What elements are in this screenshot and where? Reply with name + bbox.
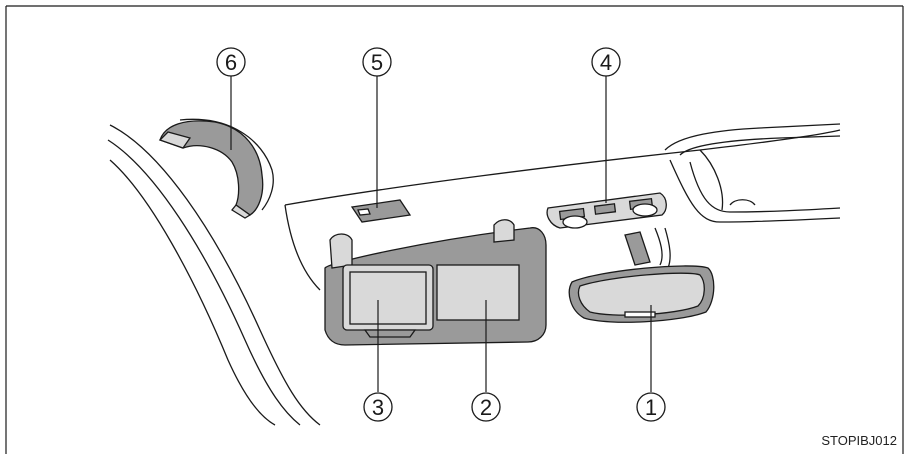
- vanity-mirror: [342, 264, 434, 338]
- svg-text:6: 6: [225, 50, 237, 75]
- callout-4: 4: [591, 47, 621, 77]
- leader-lines: [230, 76, 652, 392]
- callout-1: 1: [636, 392, 666, 422]
- mirror-mount: [624, 227, 671, 269]
- svg-text:5: 5: [371, 50, 383, 75]
- figure-code: STOPIBJ012: [821, 433, 897, 448]
- svg-text:3: 3: [372, 395, 384, 420]
- assist-grip: [158, 120, 264, 219]
- callout-2: 2: [471, 392, 501, 422]
- room-light: [350, 199, 412, 223]
- rear-console-panel: [664, 123, 841, 223]
- callout-3: 3: [363, 392, 393, 422]
- svg-text:4: 4: [600, 50, 612, 75]
- a-pillar: [107, 124, 321, 426]
- svg-text:1: 1: [645, 395, 657, 420]
- rear-view-mirror: [568, 265, 715, 323]
- svg-text:2: 2: [480, 395, 492, 420]
- callout-6: 6: [216, 47, 246, 77]
- callout-5: 5: [362, 47, 392, 77]
- overhead-console: [546, 192, 667, 229]
- figure-border: [5, 5, 904, 454]
